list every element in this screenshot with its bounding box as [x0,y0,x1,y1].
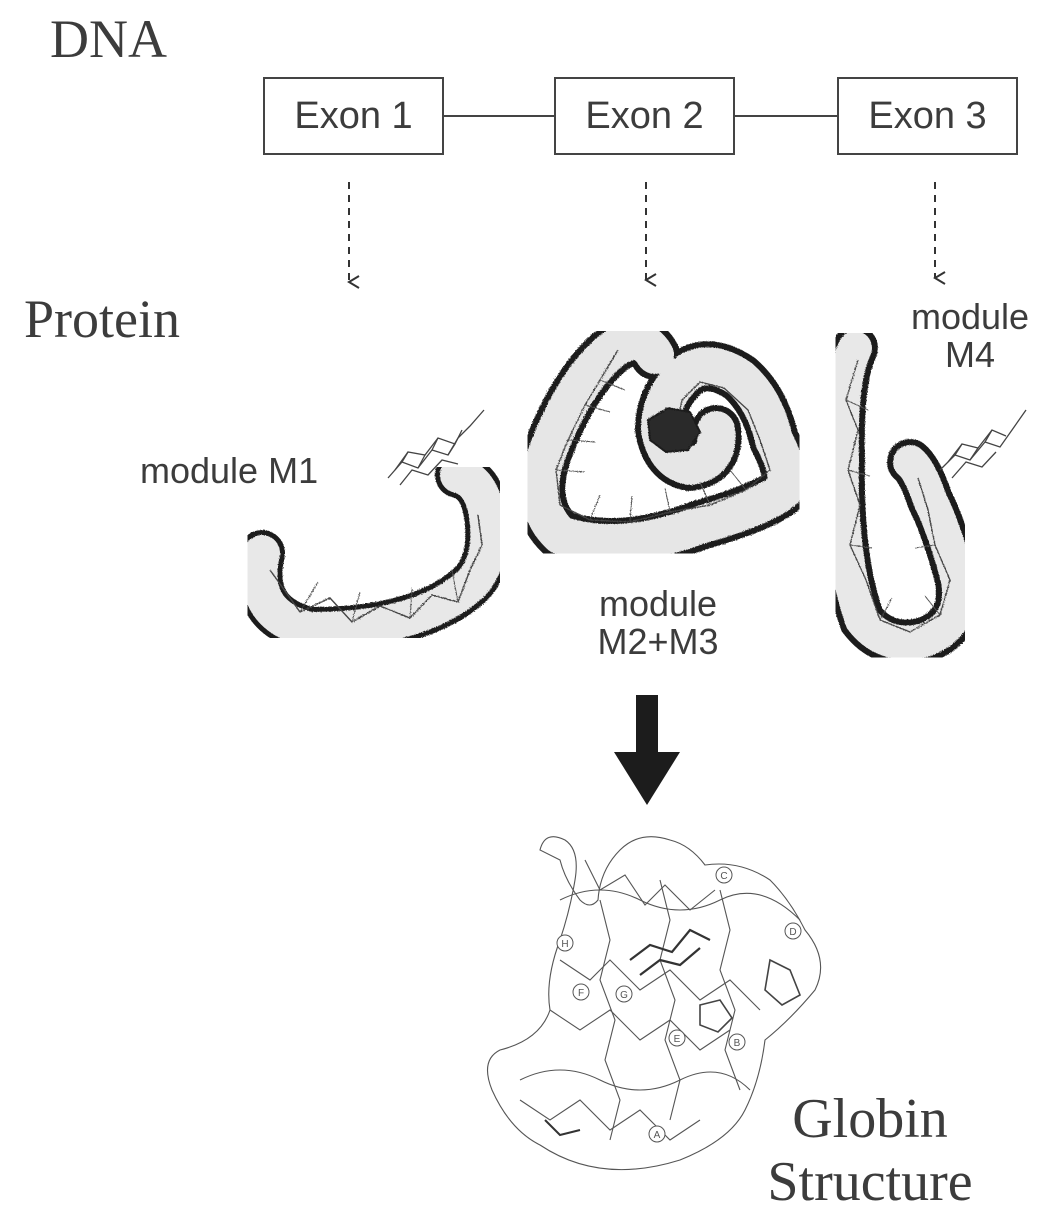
helix-h-label: H [561,939,568,950]
helix-b-label: B [734,1038,741,1049]
helix-e-label: E [674,1034,681,1045]
helix-a-label: A [654,1130,661,1141]
heme-m4-icon [940,410,1026,478]
module-m23-shape [540,341,786,543]
helix-labels: A B C D E F G H [557,867,801,1142]
globin-structure-sketch [488,837,821,1170]
helix-f-label: F [578,988,584,999]
helix-g-label: G [620,990,628,1001]
module-m4-shape [842,348,959,643]
big-down-arrow [614,695,680,805]
dashed-arrows [349,182,935,282]
helix-c-label: C [720,871,727,882]
module-m1-shape [259,475,488,630]
helix-d-label: D [789,927,796,938]
